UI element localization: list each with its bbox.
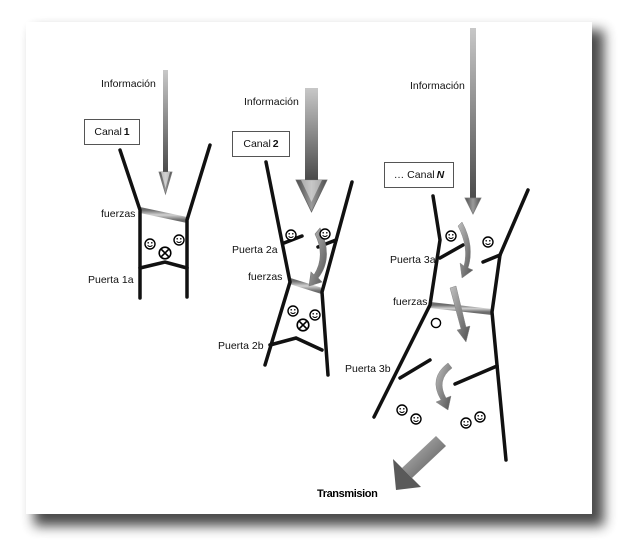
puerta-3a-label: Puerta 3a [390, 254, 436, 266]
smiley-icon [445, 230, 457, 242]
fuerzas-label-2: fuerzas [248, 271, 283, 283]
channel-1-walls [118, 143, 212, 300]
empty-circle-icon [430, 317, 442, 329]
channel-n-prefix: … Canal [393, 169, 435, 181]
smiley-icon [410, 413, 422, 425]
channel-2-prefix: Canal [243, 138, 271, 150]
info-label-3: Información [410, 80, 465, 92]
puerta-2b-label: Puerta 2b [218, 340, 264, 352]
smiley-icon [319, 228, 331, 240]
transmission-arrow [393, 436, 446, 490]
puerta-2a-label: Puerta 2a [232, 244, 278, 256]
channel-2-walls [263, 160, 354, 377]
channel-1 [118, 70, 212, 300]
info-arrow-3 [464, 28, 482, 215]
force-band-1 [139, 207, 188, 223]
smiley-icon [396, 404, 408, 416]
puerta-3b-label: Puerta 3b [345, 363, 391, 375]
smiley-icon [173, 234, 185, 246]
channel-3 [372, 28, 530, 462]
curved-arrow-icon [457, 221, 474, 279]
info-arrow-1 [158, 70, 173, 196]
info-label-1: Información [101, 78, 156, 90]
smiley-icon [309, 309, 321, 321]
force-band-2 [289, 278, 323, 294]
smiley-icon [482, 236, 494, 248]
channel-2-number: 2 [272, 138, 279, 150]
channel-n-number: N [436, 169, 445, 181]
smiley-icon [474, 411, 486, 423]
channel-2 [263, 88, 354, 377]
channel-3-walls [372, 188, 530, 462]
info-arrow-2 [295, 88, 328, 213]
smiley-icon [285, 229, 297, 241]
cross-circle-icon [158, 246, 172, 260]
down-arrow-icon [449, 285, 471, 343]
curved-arrow-icon [308, 227, 327, 287]
smiley-icon [287, 305, 299, 317]
info-label-2: Información [244, 96, 299, 108]
cross-circle-icon [296, 318, 310, 332]
smiley-icon [460, 417, 472, 429]
curved-arrow-icon [435, 362, 453, 411]
fuerzas-label-3: fuerzas [393, 296, 428, 308]
fuerzas-label-1: fuerzas [101, 208, 136, 220]
smiley-icon [144, 238, 156, 250]
channel-1-number: 1 [123, 126, 130, 138]
channel-1-prefix: Canal [94, 126, 122, 138]
transmission-label: Transmision [317, 488, 378, 500]
puerta-1a-label: Puerta 1a [88, 274, 134, 286]
